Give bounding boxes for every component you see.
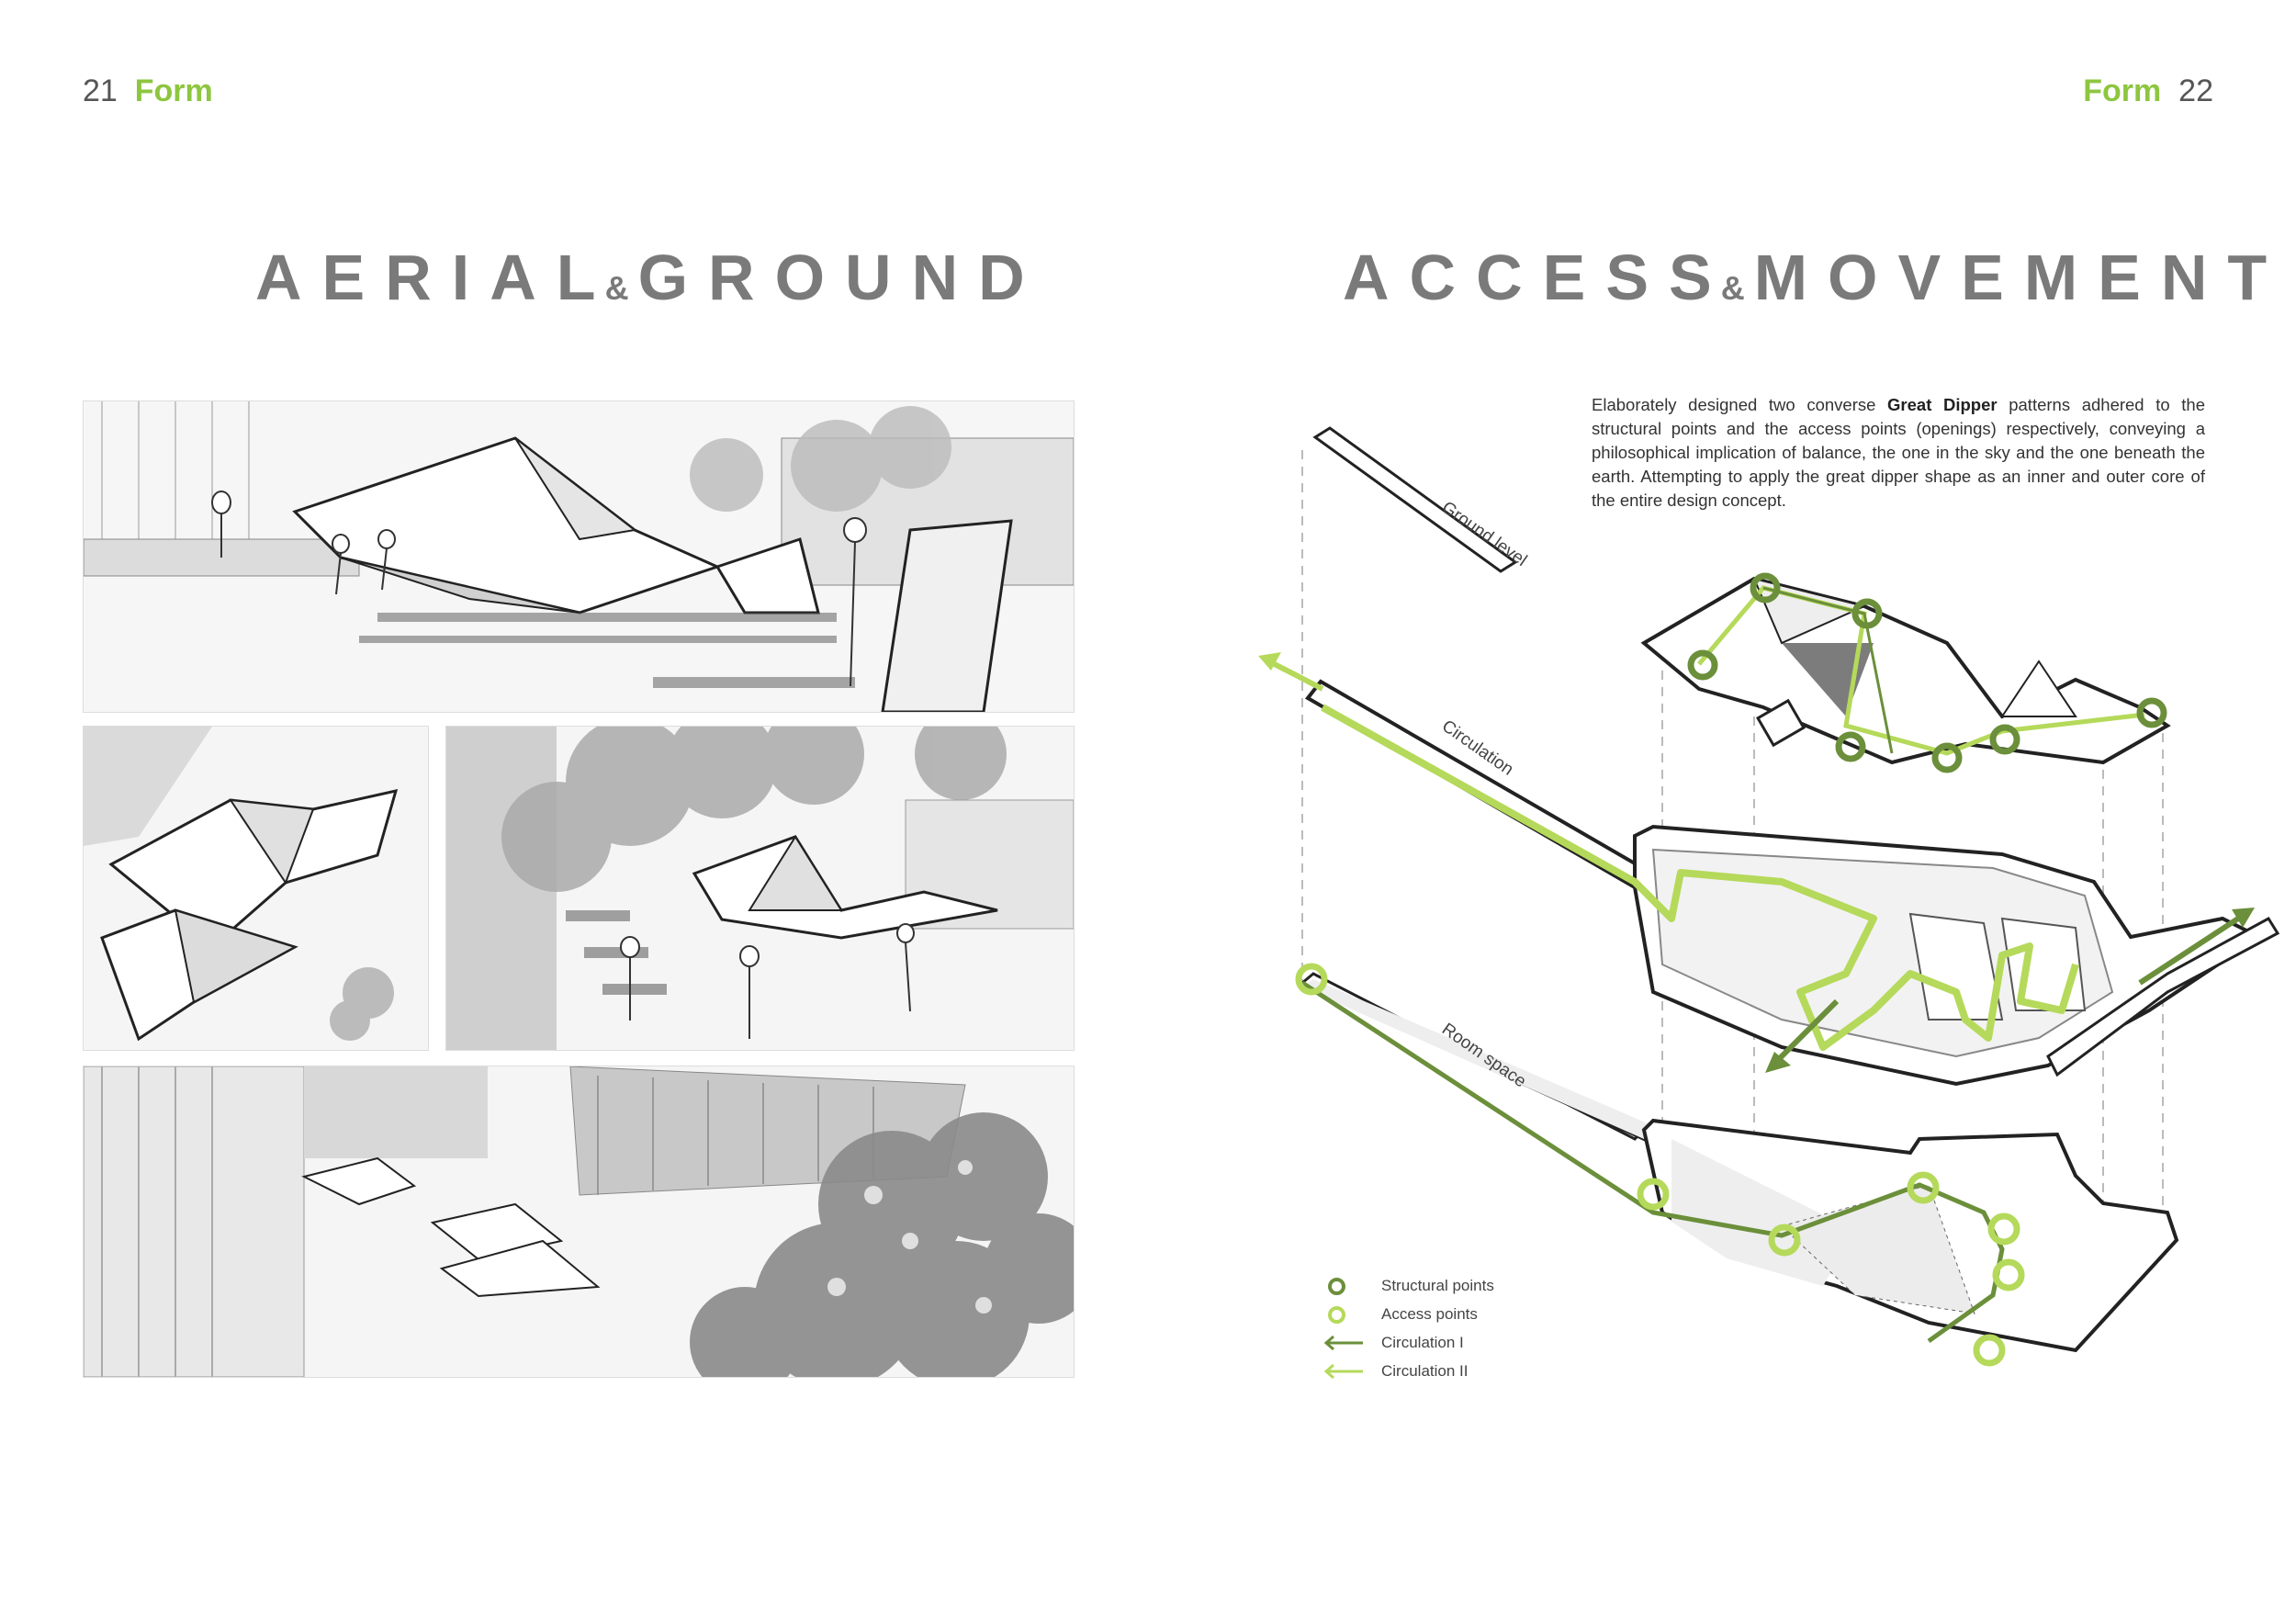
title-ampersand: & <box>604 269 633 307</box>
circulation-arrows <box>1258 652 2255 1073</box>
title-word: ACCESS <box>1343 242 1732 313</box>
page-header-left: 21 Form <box>83 73 213 109</box>
render-elevated-view <box>83 1066 1075 1378</box>
intro-text: patterns adhered to the structural point… <box>1592 395 2206 510</box>
exploded-axonometric-diagram <box>1258 426 2280 1367</box>
legend-item: Structural points <box>1322 1271 1494 1300</box>
legend-label: Access points <box>1381 1304 1478 1323</box>
access-points <box>1295 963 2025 1367</box>
structural-points <box>1687 572 2167 773</box>
render-plaza-view <box>445 726 1075 1051</box>
roof-form <box>1640 576 2171 765</box>
section-label: Form <box>134 73 213 108</box>
arrow-left-icon <box>1322 1362 1365 1381</box>
title-word: MOVEMENT <box>1753 242 2288 313</box>
render-street-view <box>83 400 1075 713</box>
legend-item: Circulation I <box>1322 1328 1494 1357</box>
diagram-legend: Structural points Access points Circulat… <box>1322 1271 1494 1385</box>
legend-label: Circulation II <box>1381 1361 1469 1380</box>
arrow-left-icon <box>1322 1334 1365 1352</box>
page-number: 21 <box>83 73 118 108</box>
render-aerial-view <box>83 726 429 1051</box>
room-space-slab <box>1300 972 2179 1353</box>
legend-item: Circulation II <box>1322 1357 1494 1385</box>
page-number: 22 <box>2178 73 2213 108</box>
title-word: AERIAL <box>255 242 616 313</box>
page-title-aerial-ground: AERIAL&GROUND <box>255 241 1045 314</box>
circulation-slab <box>1305 679 2280 1087</box>
legend-item: Access points <box>1322 1300 1494 1328</box>
structural-point-icon <box>1322 1277 1365 1295</box>
intro-text: Elaborately designed two converse <box>1592 395 1888 414</box>
ground-level-slab <box>1312 426 1518 573</box>
title-ampersand: & <box>1720 269 1749 307</box>
section-label: Form <box>2083 73 2162 108</box>
intro-paragraph: Elaborately designed two converse Great … <box>1592 393 2205 513</box>
title-word: GROUND <box>637 242 1045 313</box>
legend-label: Structural points <box>1381 1276 1494 1294</box>
page-title-access-movement: ACCESS&MOVEMENT <box>1343 241 2287 314</box>
legend-label: Circulation I <box>1381 1333 1464 1351</box>
intro-bold-term: Great Dipper <box>1887 395 1998 414</box>
page-header-right: Form 22 <box>2083 73 2213 109</box>
access-point-icon <box>1322 1305 1365 1324</box>
